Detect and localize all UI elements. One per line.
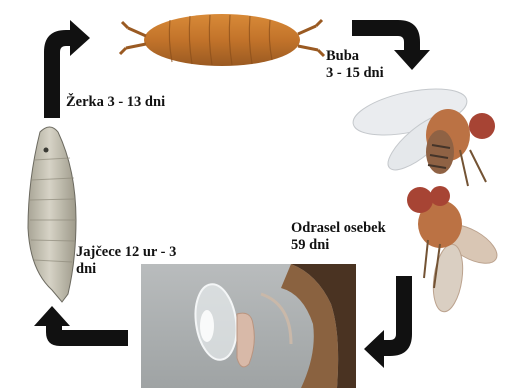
egg-micrograph [141, 264, 356, 388]
egg-label-line2: dni [76, 261, 176, 278]
adult-label: Odrasel osebek 59 dni [291, 220, 386, 254]
pupa-label: Buba 3 - 15 dni [326, 48, 384, 82]
egg-label: Jajčece 12 ur - 3 dni [76, 244, 176, 278]
adult-label-line1: Odrasel osebek [291, 220, 386, 237]
pupa-label-line2: 3 - 15 dni [326, 65, 384, 82]
pupa-label-line1: Buba [326, 48, 384, 65]
larva-label: Žerka 3 - 13 dni [66, 94, 165, 111]
egg-label-line1: Jajčece 12 ur - 3 [76, 244, 176, 261]
adult-label-line2: 59 dni [291, 237, 386, 254]
larva-label-text: Žerka 3 - 13 dni [66, 94, 165, 111]
fly-top [349, 80, 495, 186]
fly-bottom [407, 186, 503, 314]
